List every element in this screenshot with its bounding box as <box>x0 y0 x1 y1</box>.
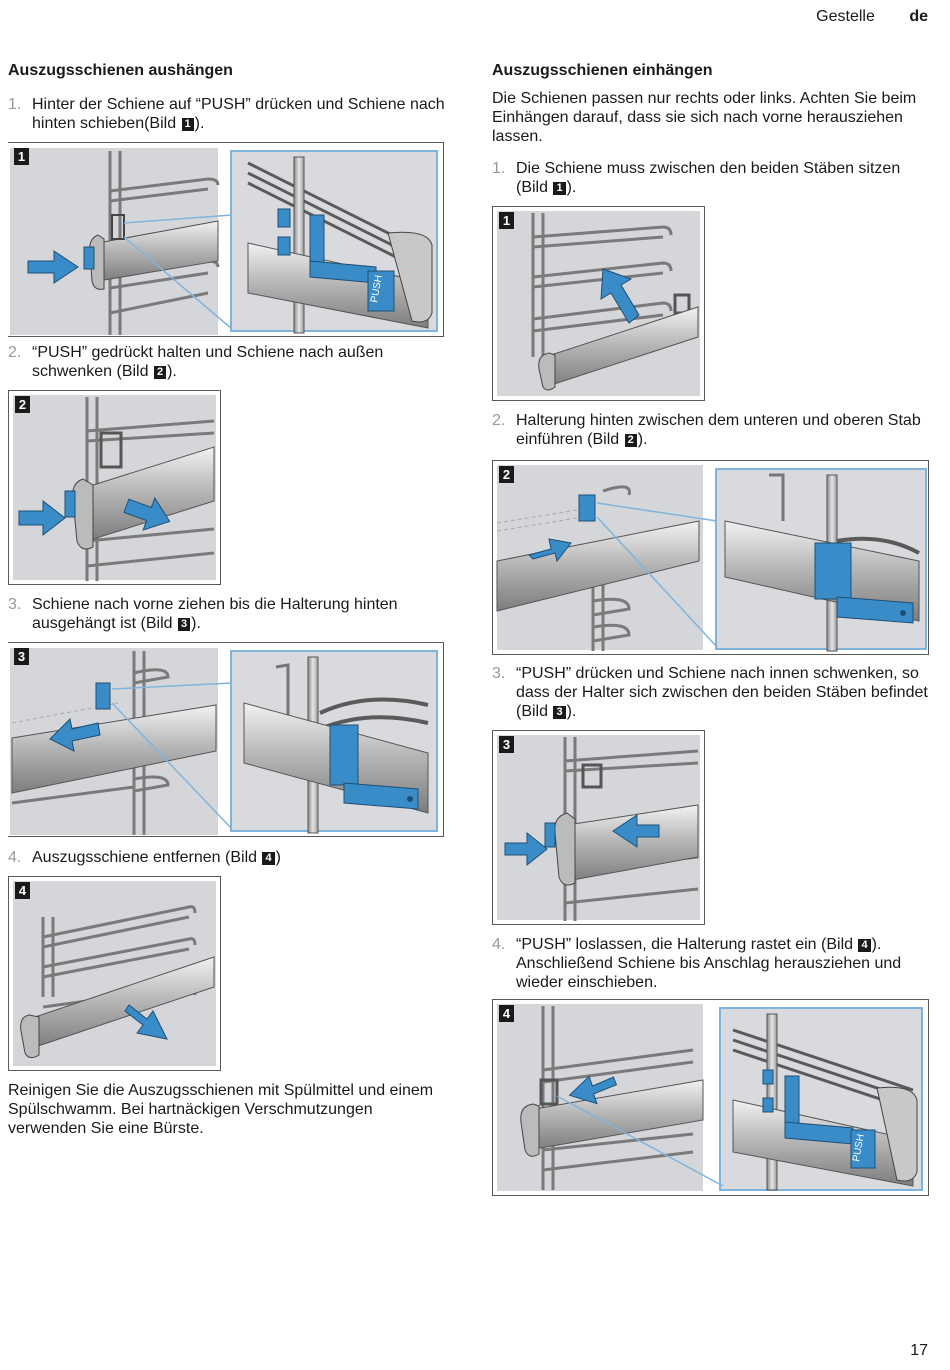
rail-illustration <box>20 905 215 1059</box>
figure-number: 1 <box>14 148 29 165</box>
left-figure-2: 2 <box>8 390 221 585</box>
right-step-1: 1. Die Schiene muss zwischen den beiden … <box>492 160 901 196</box>
left-figure-1: 1 PUSH <box>8 142 444 337</box>
figure-ref: 1 <box>553 182 566 195</box>
figure-ref: 3 <box>177 618 191 631</box>
figure-ref: 2 <box>153 366 167 379</box>
right-figure-4: 4 PUSH <box>492 999 929 1196</box>
right-figure-3: 3 <box>492 730 705 925</box>
rail-illustration: PUSH <box>27 151 433 335</box>
right-figure-2: 2 <box>492 460 929 655</box>
figure-ref: 2 <box>624 434 637 447</box>
figure-number: 4 <box>15 882 30 899</box>
left-figure-3: 3 <box>8 642 444 837</box>
heading-install-rails: Auszugsschienen einhängen <box>492 62 713 79</box>
right-figure-1: 1 <box>492 206 705 401</box>
left-step-4: 4. Auszugsschiene entfernen (Bild 4) <box>8 849 281 866</box>
right-step-3: 3. “PUSH” drücken und Schiene nach innen… <box>492 665 928 720</box>
figure-ref: 4 <box>262 852 275 865</box>
left-figure-4: 4 <box>8 876 221 1071</box>
heading-remove-rails: Auszugsschienen aushängen <box>8 62 233 79</box>
rail-illustration <box>531 213 699 391</box>
language-code: de <box>909 8 928 25</box>
figure-ref: 3 <box>553 706 566 719</box>
rail-illustration <box>11 651 429 835</box>
figure-ref: 4 <box>858 939 871 952</box>
install-intro: Die Schienen passen nur rechts oder link… <box>492 90 917 145</box>
figure-ref: 1 <box>181 118 194 131</box>
page-number: 17 <box>910 1342 928 1359</box>
figure-number: 1 <box>499 212 514 229</box>
left-step-2: 2. “PUSH” gedrückt halten und Schiene na… <box>8 344 384 380</box>
figure-number: 3 <box>14 648 29 665</box>
right-step-4: 4. “PUSH” loslassen, die Halterung raste… <box>492 936 902 991</box>
rail-illustration <box>496 473 920 652</box>
rail-illustration <box>504 737 699 921</box>
page-header: Gestelle de <box>816 8 928 26</box>
push-label: PUSH <box>369 274 385 303</box>
left-step-1: 1. Hinter der Schiene auf “PUSH” drücken… <box>8 96 445 132</box>
rail-illustration <box>18 397 215 581</box>
section-title: Gestelle <box>816 8 875 25</box>
rail-illustration: PUSH <box>520 1006 918 1191</box>
cleaning-note: Reinigen Sie die Auszugsschienen mit Spü… <box>8 1082 434 1137</box>
push-label: PUSH <box>851 1133 867 1162</box>
left-step-3: 3. Schiene nach vorne ziehen bis die Hal… <box>8 596 398 632</box>
figure-number: 2 <box>15 396 30 413</box>
figure-number: 2 <box>499 466 514 483</box>
figure-number: 3 <box>499 736 514 753</box>
figure-number: 4 <box>499 1005 514 1022</box>
right-step-2: 2. Halterung hinten zwischen dem unteren… <box>492 412 921 448</box>
